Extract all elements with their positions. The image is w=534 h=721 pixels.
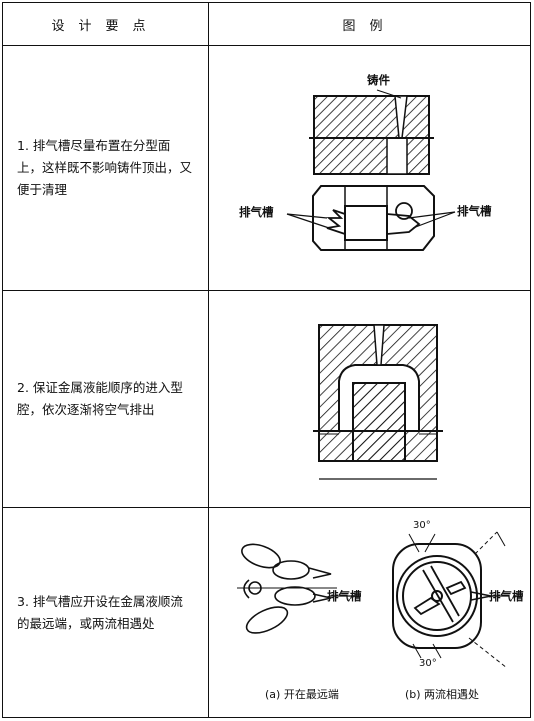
angle-label-bottom: 30° [419,658,437,669]
header-col2-text: 图例 [342,18,397,34]
header-row: 设计要点 图例 [2,2,531,46]
vent-label-b: 排气槽 [489,589,524,603]
row1-figure: 铸件 排气槽 排气槽 [208,45,531,291]
row1-text: 1. 排气槽尽量布置在分型面上，这样既不影响铸件顶出，又便于清理 [2,45,209,291]
vent-label-right: 排气槽 [457,204,492,218]
row1-drawing [286,89,456,251]
casting-label: 铸件 [367,73,390,87]
table-row: 2. 保证金属液能顺序的进入型腔，依次逐渐将空气排出 [2,290,531,508]
row3-drawing [237,531,509,669]
row2-figure [208,290,531,508]
row3-figure: 排气槽 排气槽 30° 30° (a) 开在最远端 (b) 两流相遇处 [208,507,531,718]
angle-label-top: 30° [413,520,431,531]
table-row: 3. 排气槽应开设在金属液顺流的最远端，或两流相遇处 [2,507,531,718]
header-col1-text: 设计要点 [51,18,160,34]
caption-a: (a) 开在最远端 [265,688,339,701]
vent-label-left: 排气槽 [239,205,274,219]
table-row: 1. 排气槽尽量布置在分型面上，这样既不影响铸件顶出，又便于清理 [2,45,531,291]
vent-label-a: 排气槽 [327,589,362,603]
header-design-points: 设计要点 [2,2,209,46]
row2-text: 2. 保证金属液能顺序的进入型腔，依次逐渐将空气排出 [2,290,209,508]
row2-drawing [313,324,443,480]
row3-text: 3. 排气槽应开设在金属液顺流的最远端，或两流相遇处 [2,507,209,718]
header-illustration: 图例 [208,2,531,46]
caption-b: (b) 两流相遇处 [405,688,480,701]
